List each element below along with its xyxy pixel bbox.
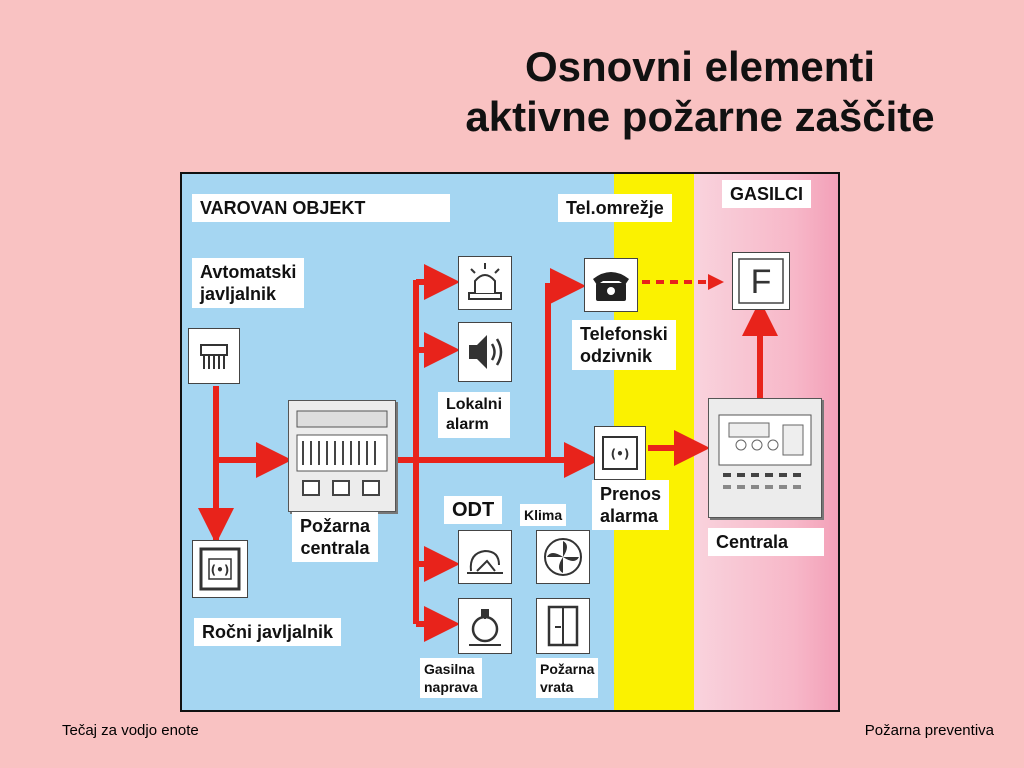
label-extinguishing: Gasilna naprava	[420, 658, 482, 698]
label-protected-object: VAROVAN OBJEKT	[192, 194, 450, 222]
label-alarm-transmission: Prenos alarma	[592, 480, 670, 530]
label-firefighters: GASILCI	[722, 180, 812, 208]
label-hvac: Klima	[520, 504, 567, 526]
label-fire-door-2: vrata	[540, 679, 574, 695]
label-fire-door: Požarna vrata	[536, 658, 599, 698]
label-extinguishing-2: naprava	[424, 679, 478, 695]
telephone-icon	[584, 258, 638, 312]
label-fire-panel: Požarna centrala	[292, 512, 379, 562]
alarm-transmitter-icon: (•)	[594, 426, 646, 480]
label-odt: ODT	[444, 496, 503, 524]
automatic-detector-icon	[188, 328, 240, 384]
footer-topic: Požarna preventiva	[864, 722, 994, 739]
label-automatic-detector-2: javljalnik	[200, 284, 277, 304]
label-alarm-transmission-1: Prenos	[600, 484, 662, 504]
fire-door-icon	[536, 598, 590, 654]
manual-detector-icon: (•)	[192, 540, 248, 598]
svg-text:(•): (•)	[211, 563, 230, 577]
extinguishing-system-icon	[458, 598, 512, 654]
label-fire-door-1: Požarna	[540, 661, 595, 677]
title-line-2: aktivne požarne zaščite	[465, 93, 935, 140]
label-phone-dialer-2: odzivnik	[580, 346, 653, 366]
label-phone-dialer: Telefonski odzivnik	[572, 320, 676, 370]
label-extinguishing-1: Gasilna	[424, 661, 475, 677]
label-central-station: Centrala	[708, 528, 824, 556]
label-fire-panel-1: Požarna	[300, 516, 371, 536]
label-manual-detector: Ročni javljalnik	[194, 618, 342, 646]
fan-icon	[536, 530, 590, 584]
fire-panel-icon	[288, 400, 396, 512]
speaker-icon	[458, 322, 512, 382]
label-automatic-detector: Avtomatski javljalnik	[192, 258, 305, 308]
fire-brigade-symbol: F	[751, 263, 772, 301]
siren-icon	[458, 256, 512, 310]
svg-text:(•): (•)	[611, 447, 630, 461]
label-local-alarm-2: alarm	[446, 416, 489, 433]
label-alarm-transmission-2: alarma	[600, 506, 659, 526]
label-local-alarm-1: Lokalni	[446, 396, 503, 413]
label-automatic-detector-1: Avtomatski	[200, 262, 297, 282]
title-line-1: Osnovni elementi	[524, 43, 876, 90]
central-station-icon	[708, 398, 822, 518]
label-fire-panel-2: centrala	[300, 538, 370, 558]
connection-arrows	[198, 264, 778, 642]
label-local-alarm: Lokalni alarm	[438, 392, 511, 438]
slide-title: Osnovni elementi aktivne požarne zaščite	[380, 42, 1020, 142]
odt-icon	[458, 530, 512, 584]
arrow-to-phone-riser	[545, 268, 586, 460]
label-phone-dialer-1: Telefonski	[580, 324, 668, 344]
fire-protection-diagram: VAROVAN OBJEKT Tel.omrežje GASILCI Avtom…	[180, 172, 840, 712]
label-phone-network: Tel.omrežje	[558, 194, 672, 222]
fire-brigade-icon: F	[732, 252, 790, 310]
footer-course: Tečaj za vodjo enote	[62, 722, 199, 739]
